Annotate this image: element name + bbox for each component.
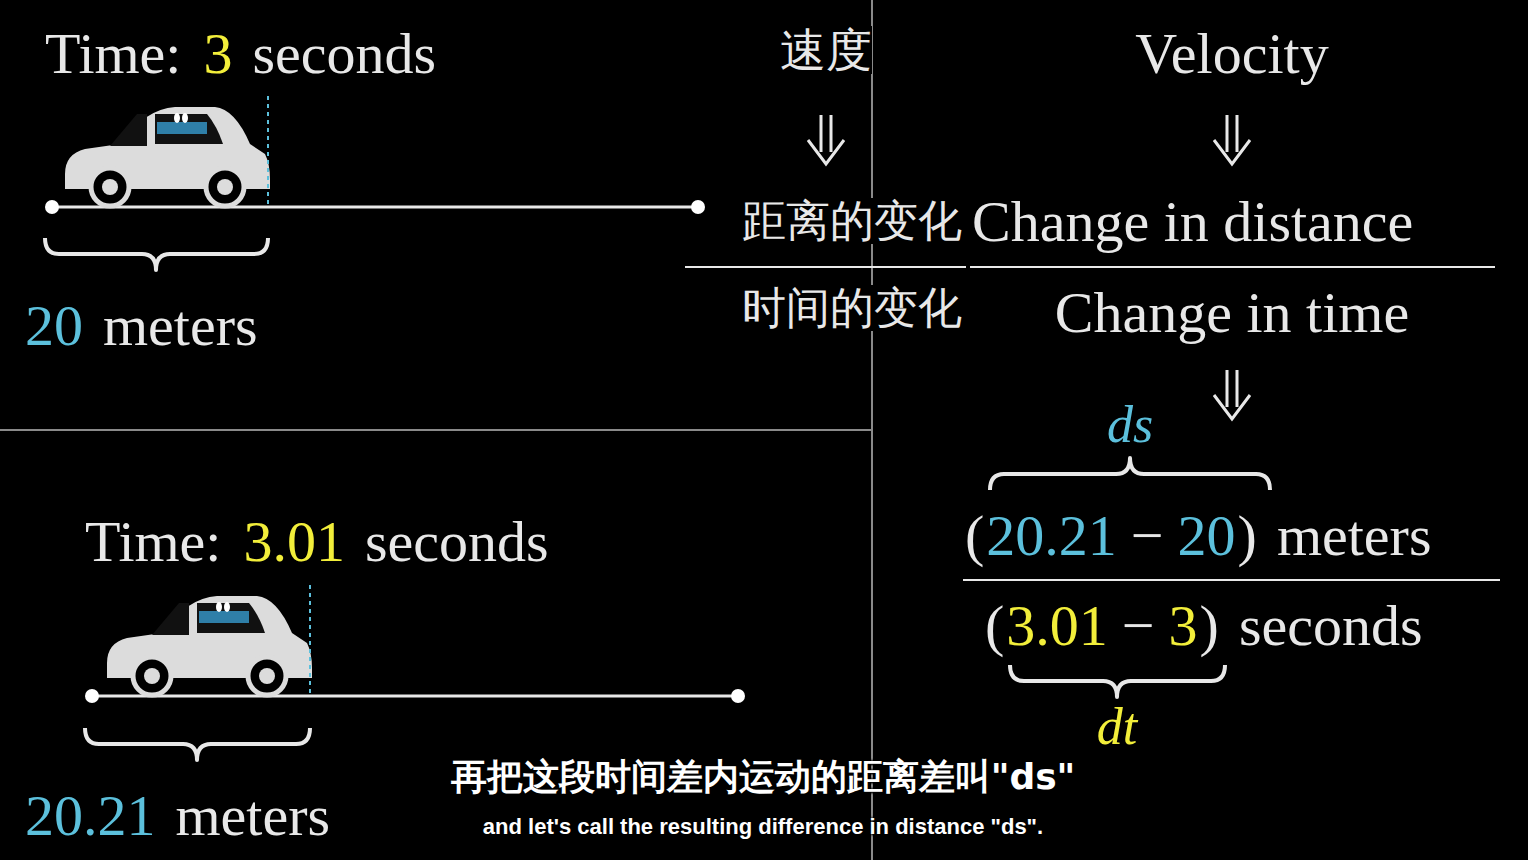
math-label: 3 <box>1169 596 1198 657</box>
subtitle: and let's call the resulting difference … <box>483 815 1043 838</box>
fraction-bar <box>685 266 966 268</box>
math-label: 距离的变化 <box>742 198 962 244</box>
text-row: Time: 3 seconds <box>45 24 436 85</box>
math-label: ( <box>985 596 1004 657</box>
math-label: Time: <box>85 512 221 573</box>
math-label: Time: <box>45 24 181 85</box>
track-dot <box>731 689 745 703</box>
math-label: 20.21 <box>25 786 156 847</box>
math-label: meters <box>103 296 258 357</box>
math-label: meters <box>1277 506 1432 567</box>
car-icon <box>107 596 312 695</box>
subtitle: 再把这段时间差内运动的距离差叫"ds" <box>451 758 1076 796</box>
math-label: 3 <box>203 24 232 85</box>
text-row: and let's call the resulting difference … <box>483 815 1043 838</box>
car-icon <box>65 107 270 206</box>
text-row: (20.21−20) meters <box>965 506 1431 567</box>
math-label: seconds <box>1239 596 1423 657</box>
text-row: (3.01−3) seconds <box>985 596 1423 657</box>
math-label: ds <box>1107 398 1153 453</box>
text-row: 20.21 meters <box>25 786 330 847</box>
math-label: Velocity <box>1135 24 1328 85</box>
fraction-bar <box>970 266 1495 268</box>
text-row: 时间的变化 <box>742 285 962 331</box>
distance-track <box>52 206 698 209</box>
math-label: meters <box>176 786 331 847</box>
implies-arrow <box>808 115 844 164</box>
math-label: ( <box>965 506 984 567</box>
text-row: Velocity <box>1135 24 1328 85</box>
text-row: 20 meters <box>25 296 258 357</box>
math-label: − <box>1122 596 1155 657</box>
math-label: 20.21 <box>986 506 1117 567</box>
position-marker <box>267 96 269 204</box>
fraction-bar <box>963 579 1500 581</box>
brace <box>990 458 1270 490</box>
text-row: 距离的变化 <box>742 198 962 244</box>
math-label: seconds <box>252 24 436 85</box>
math-label: ) <box>1238 506 1257 567</box>
math-label: 20 <box>1178 506 1236 567</box>
text-row: Change in distance <box>972 192 1413 253</box>
brace <box>85 728 310 760</box>
track-dot <box>85 689 99 703</box>
text-row: ds <box>1107 398 1153 453</box>
brace <box>45 238 268 270</box>
text-row: Change in time <box>1055 283 1409 344</box>
math-label: 3.01 <box>243 512 345 573</box>
text-row: 再把这段时间差内运动的距离差叫"ds" <box>451 758 1076 796</box>
distance-track <box>92 695 738 698</box>
math-label: 时间的变化 <box>742 285 962 331</box>
text-row: dt <box>1097 700 1137 755</box>
math-label: − <box>1131 506 1164 567</box>
math-label: ) <box>1200 596 1219 657</box>
position-marker <box>309 585 311 693</box>
track-dot <box>691 200 705 214</box>
math-label: Change in time <box>1055 283 1409 344</box>
math-label: dt <box>1097 700 1137 755</box>
panel-divider <box>0 429 872 431</box>
text-row: 速度 <box>780 26 872 74</box>
implies-arrow <box>1214 115 1250 164</box>
math-label: 3.01 <box>1006 596 1108 657</box>
math-label: 20 <box>25 296 83 357</box>
text-row: Time: 3.01 seconds <box>85 512 549 573</box>
math-label: 速度 <box>780 26 872 74</box>
math-label: Change in distance <box>972 192 1413 253</box>
track-dot <box>45 200 59 214</box>
math-label: seconds <box>365 512 549 573</box>
implies-arrow <box>1214 370 1250 419</box>
brace <box>1010 665 1225 697</box>
